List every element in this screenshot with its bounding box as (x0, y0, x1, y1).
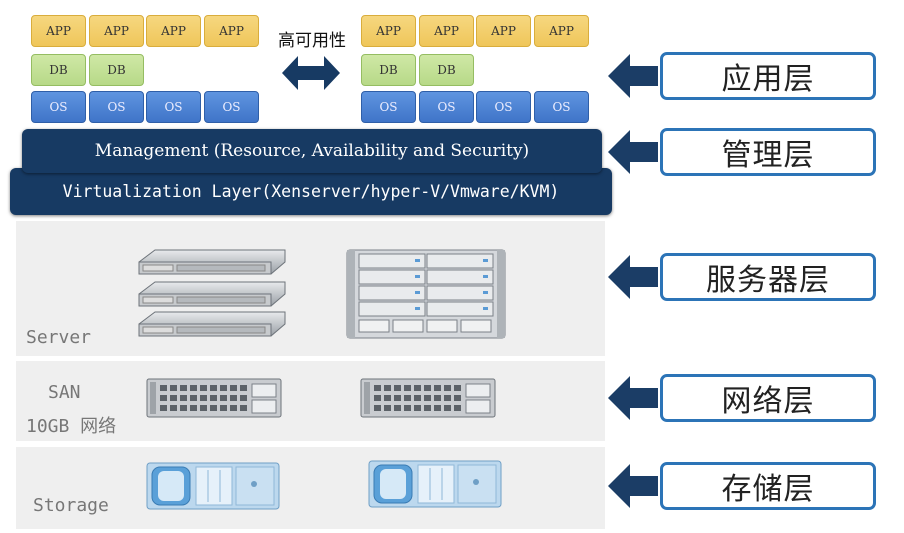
os-box: OS (476, 91, 531, 123)
network-switch-icon (146, 378, 282, 418)
app-box: APP (419, 15, 474, 47)
layer-label-server: 服务器层 (660, 253, 876, 301)
network-band (16, 361, 605, 441)
app-box: APP (534, 15, 589, 47)
blade-chassis-icon (346, 249, 506, 339)
network-switch-icon (360, 378, 496, 418)
layer-label-management: 管理层 (660, 128, 876, 176)
app-box: APP (361, 15, 416, 47)
management-bar: Management (Resource, Availability and S… (22, 129, 602, 173)
os-box: OS (31, 91, 86, 123)
storage-label: Storage (33, 495, 109, 516)
db-box: DB (361, 54, 416, 86)
storage-band (16, 447, 605, 529)
db-box: DB (31, 54, 86, 86)
layer-label-application: 应用层 (660, 52, 876, 100)
os-box: OS (204, 91, 259, 123)
left-arrow-icon (608, 376, 658, 420)
storage-array-icon (146, 462, 280, 510)
server-band (16, 221, 605, 356)
network-label: 10GB 网络 (26, 416, 117, 437)
os-box: OS (361, 91, 416, 123)
high-availability-label: 高可用性 (278, 31, 346, 51)
layer-label-storage: 存储层 (660, 462, 876, 510)
os-box: OS (89, 91, 144, 123)
rack-server-icon (138, 249, 286, 337)
app-box: APP (31, 15, 86, 47)
db-box: DB (419, 54, 474, 86)
left-arrow-icon (608, 464, 658, 508)
left-arrow-icon (608, 130, 658, 174)
app-box: APP (476, 15, 531, 47)
app-box: APP (204, 15, 259, 47)
double-arrow-icon (282, 56, 340, 90)
os-box: OS (534, 91, 589, 123)
left-arrow-icon (608, 54, 658, 98)
layer-label-network: 网络层 (660, 374, 876, 422)
os-box: OS (146, 91, 201, 123)
app-box: APP (89, 15, 144, 47)
storage-array-icon (368, 460, 502, 508)
virtualization-layer-bar: Virtualization Layer(Xenserver/hyper-V/V… (10, 168, 612, 215)
db-box: DB (89, 54, 144, 86)
server-label: Server (26, 327, 92, 348)
app-box: APP (146, 15, 201, 47)
san-label: SAN (48, 382, 81, 403)
os-box: OS (419, 91, 474, 123)
left-arrow-icon (608, 255, 658, 299)
